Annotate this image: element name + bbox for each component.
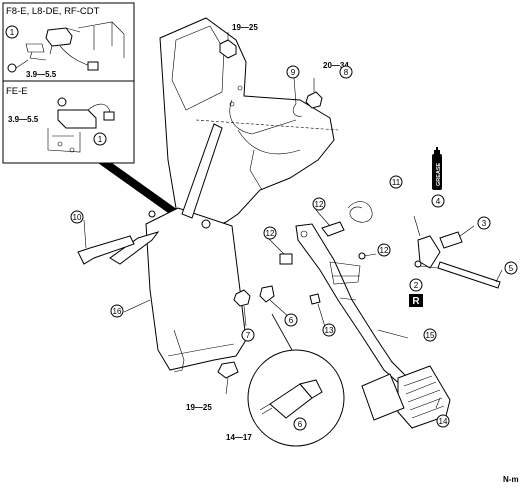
- callout-12-upper: 12: [315, 200, 324, 209]
- corner-code: N-m: [503, 475, 519, 484]
- callout-6: 6: [289, 316, 294, 325]
- bolt-10: [77, 235, 135, 265]
- clip-2: [414, 260, 422, 268]
- bushing-12-upper: [321, 221, 345, 237]
- inset-bottom-switch-sketch: [47, 97, 115, 153]
- callout-9: 9: [291, 68, 296, 77]
- inset-bottom-header: FE-E: [6, 86, 28, 97]
- inset-top-torque: 3.9—5.5: [26, 70, 57, 79]
- bolt-6: [259, 285, 275, 303]
- callout-5: 5: [509, 264, 514, 273]
- inset-top-callout: 1: [10, 28, 15, 37]
- pushrod-5: [437, 261, 501, 289]
- r-badge-box: [409, 294, 423, 307]
- bushing-12-left: [279, 253, 293, 265]
- bolt-lower: [217, 361, 239, 379]
- grease-tube: [432, 147, 442, 190]
- callout-12-left: 12: [266, 229, 275, 238]
- clip-9: [292, 103, 303, 117]
- callout-14: 14: [439, 417, 448, 426]
- inset-pointer: [98, 163, 185, 220]
- torque-top-nut: 19—25: [232, 23, 258, 32]
- callout-15: 15: [426, 331, 435, 340]
- grease-label: GREASE: [436, 162, 442, 186]
- pedal-bracket: [109, 17, 339, 373]
- callout-4: 4: [436, 197, 441, 206]
- inset-top-callout-circle: [5, 25, 19, 39]
- callout-11: 11: [392, 178, 401, 187]
- callout-3: 3: [482, 219, 487, 228]
- nut-8: [305, 91, 323, 109]
- torque-switch: 14—17: [226, 433, 252, 442]
- switch-detail-circle: [247, 313, 345, 447]
- torque-lower-bolt: 19—25: [186, 403, 212, 412]
- callout-12-right: 12: [380, 246, 389, 255]
- inset-top-switch-sketch: [7, 21, 125, 73]
- callout-7: 7: [246, 331, 251, 340]
- callout-2: 2: [414, 281, 419, 290]
- clip-13: [309, 293, 321, 305]
- inset-bottom-callout: 1: [98, 135, 103, 144]
- callout-10: 10: [73, 213, 82, 222]
- inset-bottom-callout-circle: [93, 132, 107, 146]
- switch-inset-panel: F8-E, L8-DE, RF-CDT 1 3.9—5.5 FE-E 3.9—5…: [2, 2, 135, 164]
- pedal-pad: [361, 365, 451, 429]
- clevis-pin-3: [439, 231, 463, 249]
- callout-13: 13: [325, 326, 334, 335]
- nut-7: [233, 289, 251, 307]
- callout-8: 8: [344, 68, 349, 77]
- return-spring-11: [347, 201, 373, 223]
- fork-4: [417, 235, 441, 269]
- callout-6-detail: 6: [298, 420, 303, 429]
- r-badge: R: [412, 296, 420, 307]
- callout-6-detail-circle: [293, 417, 307, 431]
- torque-nut-8: 20—34: [323, 61, 349, 70]
- callouts: 9 8 10 12 11 12 12 4 3 2 5 16 7 6 13 15 …: [70, 65, 518, 428]
- inset-top-header: F8-E, L8-DE, RF-CDT: [6, 6, 100, 17]
- callout-16: 16: [113, 307, 122, 316]
- small-parts: [77, 32, 503, 409]
- inset-bottom-torque: 3.9—5.5: [8, 115, 39, 124]
